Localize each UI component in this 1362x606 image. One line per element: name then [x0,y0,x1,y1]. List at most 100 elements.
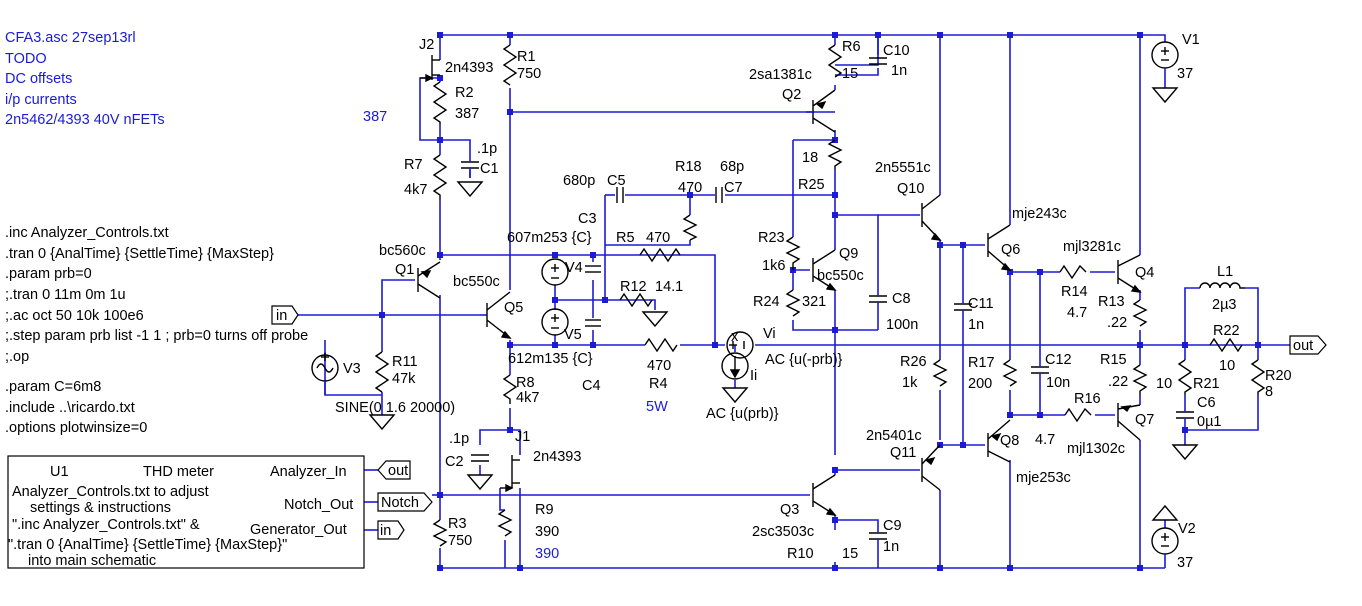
resistor-r7 [432,154,448,200]
svg-text:470: 470 [647,358,671,374]
svg-text:612m135 {C}: 612m135 {C} [508,351,593,367]
capacitor-c11 [954,290,972,330]
svg-text:R26: R26 [900,354,927,370]
transistor-q5 [480,291,512,339]
svg-text:V1: V1 [1182,32,1200,48]
svg-text:out: out [1293,338,1313,354]
svg-text:TODO: TODO [5,51,47,67]
svg-text:in: in [380,523,391,539]
svg-text:;.op: ;.op [5,349,29,365]
svg-text:R3: R3 [448,516,467,532]
svg-text:C12: C12 [1045,352,1072,368]
svg-text:C7: C7 [724,180,743,196]
svg-text:2µ3: 2µ3 [1212,297,1236,313]
svg-text:in: in [276,308,287,324]
svg-text:37: 37 [1177,555,1193,571]
svg-text:J2: J2 [419,37,434,53]
port-notch [377,492,433,512]
svg-text:.include ..\ricardo.txt: .include ..\ricardo.txt [5,400,135,416]
svg-text:bc550c: bc550c [453,274,500,290]
svg-text:.22: .22 [1108,374,1128,390]
component-labels: J2 2n4393 R1 750 R2 387 .1p C1 R7 4k7 bc… [335,32,1292,571]
svg-text:;.step param prb list -1 1 ; p: ;.step param prb list -1 1 ; prb=0 turns… [5,328,308,344]
port-in-u1 [377,520,405,540]
capacitor-c6 [1176,405,1194,425]
u1-title: THD meter [143,464,214,480]
svg-text:15: 15 [842,66,858,82]
svg-text:mjl3281c: mjl3281c [1063,239,1121,255]
svg-text:390: 390 [535,546,559,562]
transistor-q2 [806,89,836,133]
voltage-source-vi [726,331,754,359]
transistor-q11 [921,444,941,491]
transistor-q3 [812,474,837,516]
resistors [374,44,1266,547]
svg-text:into main schematic: into main schematic [28,553,156,569]
svg-text:CFA3.asc 27sep13rl: CFA3.asc 27sep13rl [5,30,136,46]
resistor-r3 [432,519,448,547]
svg-text:.22: .22 [1107,315,1127,331]
svg-text:0µ1: 0µ1 [1197,414,1221,430]
svg-text:C2: C2 [445,454,464,470]
port-out-u1 [377,460,411,480]
svg-text:R7: R7 [404,157,423,173]
svg-text:".tran 0 {AnalTime} {SettleTim: ".tran 0 {AnalTime} {SettleTime} {MaxSte… [8,537,287,553]
u1-pin-in: Analyzer_In [270,464,347,480]
svg-text:R11: R11 [392,354,418,370]
resistor-r11 [374,351,390,393]
svg-text:47k: 47k [392,371,416,387]
resistor-r15 [1132,364,1148,395]
svg-text:100n: 100n [886,317,918,333]
svg-text:R1: R1 [517,49,536,65]
resistor-r23 [785,236,801,270]
capacitor-c12 [1031,360,1049,380]
svg-text:2sc3503c: 2sc3503c [752,524,814,540]
svg-text:R13: R13 [1098,294,1125,310]
svg-text:470: 470 [678,180,702,196]
svg-text:Q7: Q7 [1135,412,1154,428]
svg-text:V3: V3 [343,361,361,377]
svg-text:10n: 10n [1046,375,1070,391]
svg-text:14.1: 14.1 [655,279,683,295]
transistor-q7 [1117,403,1141,441]
svg-text:321: 321 [802,294,826,310]
svg-text:.param prb=0: .param prb=0 [5,266,92,282]
svg-text:C4: C4 [582,378,601,394]
svg-text:Q10: Q10 [897,181,924,197]
svg-text:SINE(0 1.6 20000): SINE(0 1.6 20000) [335,400,455,416]
voltage-source-v4 [541,258,569,286]
u1-thd-meter: U1 THD meter Analyzer_In Analyzer_Contro… [7,455,365,569]
capacitor-c7 [715,187,723,203]
transistor-q9 [812,249,837,291]
transistors [417,55,1142,516]
svg-text:C3: C3 [578,211,597,227]
inductor-l1 [1199,282,1245,289]
resistor-r26 [932,359,948,387]
svg-text:R5: R5 [616,230,635,246]
resistor-r16 [1064,407,1092,423]
resistor-r5 [639,247,681,263]
svg-text:R21: R21 [1193,376,1220,392]
svg-text:DC offsets: DC offsets [5,71,72,87]
svg-text:V2: V2 [1178,521,1196,537]
svg-text:2sa1381c: 2sa1381c [749,67,812,83]
resistor-r24 [785,289,801,317]
resistor-r17 [1002,359,1018,387]
svg-text:4.7: 4.7 [1035,432,1055,448]
jfet-j1 [500,455,520,493]
svg-text:C8: C8 [892,291,911,307]
resistor-r18 [682,214,698,241]
svg-text:2n5462/4393 40V nFETs: 2n5462/4393 40V nFETs [5,112,165,128]
svg-text:5W: 5W [646,399,668,415]
svg-text:.1p: .1p [477,141,497,157]
voltage-source-v2 [1151,527,1179,568]
svg-text:settings & instructions: settings & instructions [30,500,171,516]
svg-text:i/p currents: i/p currents [5,92,77,108]
svg-text:1k: 1k [902,375,918,391]
capacitors [461,57,1194,545]
voltage-source-v3 [311,352,339,395]
svg-text:bc560c: bc560c [379,243,426,259]
svg-text:R16: R16 [1074,391,1101,407]
transistor-q1 [417,261,441,299]
